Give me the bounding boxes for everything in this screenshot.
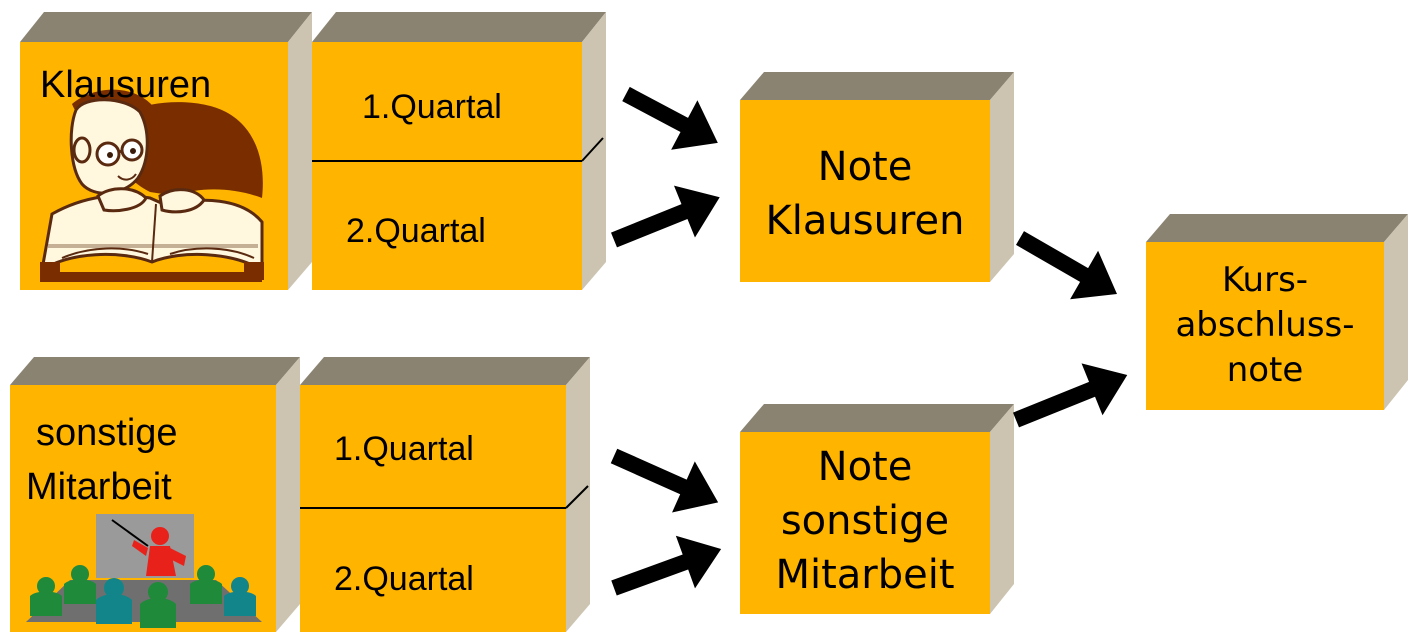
box-side (990, 72, 1014, 282)
note-mitarbeit-line1: Note (817, 444, 913, 490)
mitarbeit-source-label-line2: Mitarbeit (26, 466, 172, 508)
box-side (288, 12, 312, 290)
note-klausuren-box (740, 72, 1014, 282)
arrow-mitarbeit-q1-to-note (610, 448, 719, 513)
box-top (740, 404, 1014, 432)
final-grade-box (1146, 214, 1408, 410)
mitarbeit-quartal-box (300, 357, 590, 632)
mitarbeit-quarter-2-label: 2.Quartal (334, 560, 474, 598)
mitarbeit-source-label-line1: sonstige (36, 412, 178, 454)
note-klausuren-line2: Klausuren (765, 198, 965, 244)
arrow-mitarbeit-q2-to-note (611, 535, 722, 596)
box-side (990, 404, 1014, 614)
note-klausuren-line1: Note (817, 144, 913, 190)
box-top (300, 357, 590, 385)
arrow-right-icon (610, 448, 719, 513)
box-side (566, 357, 590, 632)
box-front (740, 100, 990, 282)
arrow-right-icon (611, 185, 720, 248)
classroom-presentation-clipart-icon (26, 514, 262, 628)
box-front (312, 42, 582, 290)
box-front (1146, 242, 1384, 410)
box-side (276, 357, 300, 632)
quarter-divider-side (565, 485, 589, 509)
note-mitarbeit-line2: sonstige (780, 498, 950, 544)
final-grade-line1: Kurs- (1221, 260, 1309, 300)
klausuren-quarter-1-label: 1.Quartal (362, 88, 502, 126)
arrow-klausuren-q1-to-note (622, 86, 718, 150)
note-mitarbeit-label: Note sonstige Mitarbeit (740, 440, 990, 602)
final-grade-line3: note (1226, 350, 1304, 390)
arrow-right-icon (1016, 231, 1117, 300)
arrow-right-icon (611, 535, 722, 596)
arrow-right-icon (622, 86, 718, 150)
klausuren-quartal-box (312, 12, 606, 290)
reading-book-clipart-icon (39, 89, 264, 282)
presenter-figure (132, 527, 186, 576)
audience-figures (30, 565, 256, 628)
note-mitarbeit-box (740, 404, 1014, 614)
arrow-klausuren-q2-to-note (611, 185, 720, 248)
klausuren-source-label: Klausuren (40, 64, 212, 106)
klausuren-quarter-2-label: 2.Quartal (346, 212, 486, 250)
box-top (312, 12, 606, 42)
note-mitarbeit-line3: Mitarbeit (775, 552, 955, 598)
box-side (582, 12, 606, 290)
note-klausuren-label: Note Klausuren (740, 140, 990, 248)
box-front (740, 432, 990, 614)
final-grade-label: Kurs- abschluss- note (1146, 258, 1384, 393)
box-top (10, 357, 300, 385)
arrow-note-klausuren-to-final (1016, 231, 1117, 300)
box-top (1146, 214, 1408, 242)
box-top (20, 12, 312, 42)
arrow-right-icon (1013, 363, 1128, 428)
box-side (1384, 214, 1408, 410)
box-top (740, 72, 1014, 100)
arrow-note-mitarbeit-to-final (1013, 363, 1128, 428)
quarter-divider-side (581, 137, 604, 162)
final-grade-line2: abschluss- (1175, 305, 1355, 345)
mitarbeit-quarter-1-label: 1.Quartal (334, 430, 474, 468)
